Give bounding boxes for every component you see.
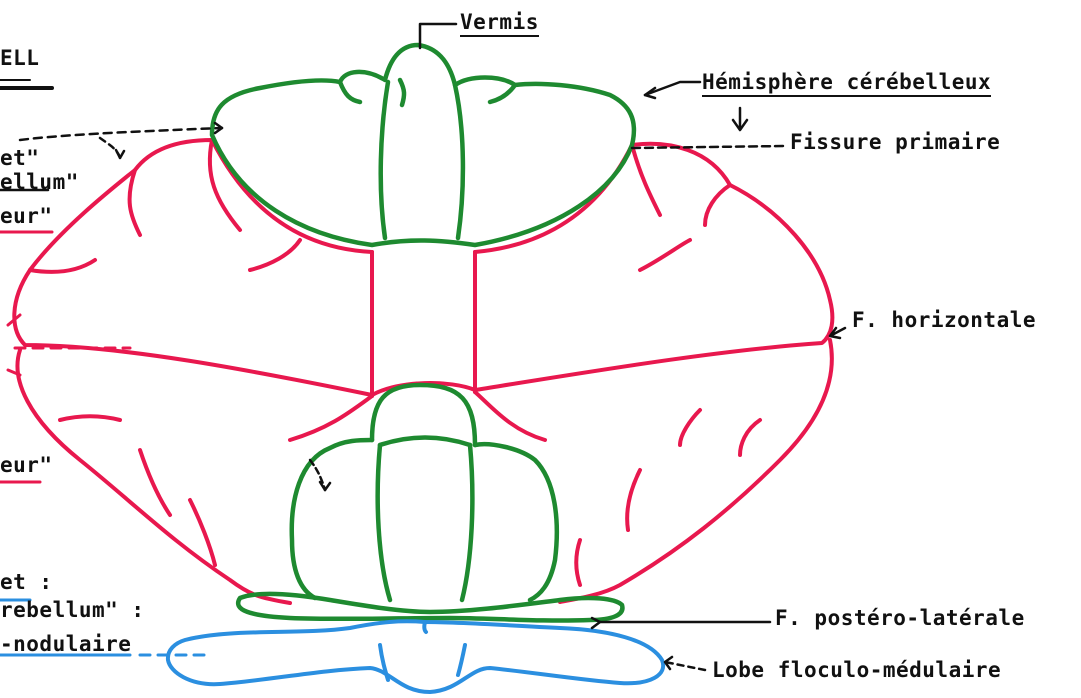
label-lobe-floculo: Lobe floculo-médulaire (712, 660, 1001, 681)
label-title-fragment: ELL (0, 48, 39, 69)
label-fissure-primaire: Fissure primaire (790, 132, 1000, 153)
red-hemisphere-outline (0, 140, 832, 603)
label-left-1c: eur" (0, 206, 53, 227)
label-f-horizontale: F. horizontale (852, 310, 1036, 331)
label-left-3b: rebellum" : (0, 600, 145, 621)
label-vermis: Vermis (460, 12, 539, 37)
label-left-2a: eur" (0, 455, 53, 476)
label-hemisphere: Hémisphère cérébelleux (702, 72, 991, 97)
label-f-postero-laterale: F. postéro-latérale (775, 608, 1025, 629)
label-left-3a: et : (0, 572, 53, 593)
label-left-1a: et" (0, 148, 39, 169)
label-left-3c: -nodulaire (0, 634, 131, 655)
green-vermis-outline (212, 45, 634, 621)
label-left-1b: ellum" (0, 172, 79, 193)
